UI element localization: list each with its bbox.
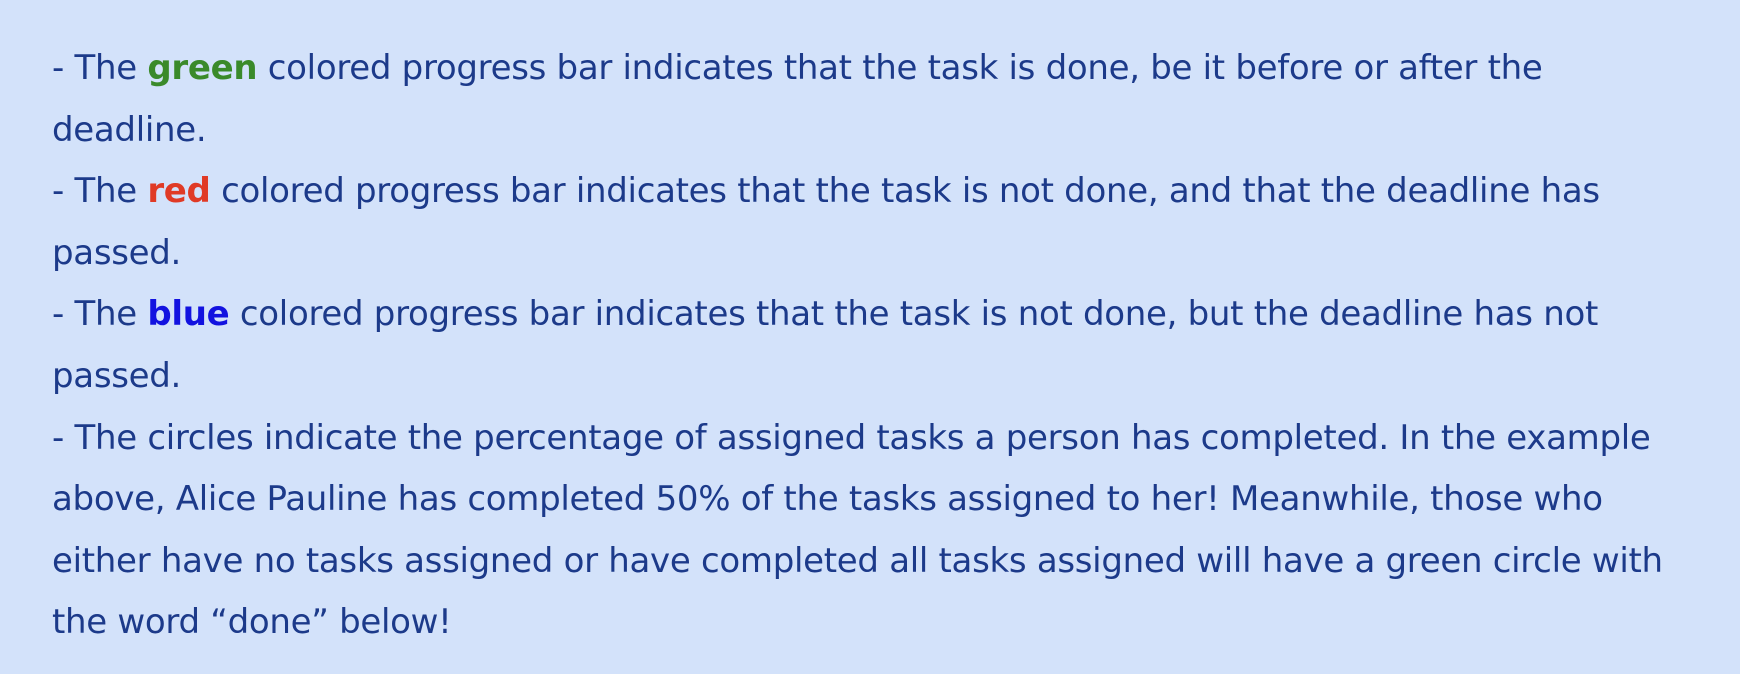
- red-keyword: red: [147, 171, 211, 212]
- legend-text: - The green colored progress bar indicat…: [52, 38, 1700, 654]
- green-item-prefix: - The: [52, 48, 148, 88]
- blue-item-description: colored progress bar indicates that the …: [52, 294, 1598, 396]
- green-item-description: colored progress bar indicates that the …: [52, 48, 1543, 150]
- blue-item-prefix: - The: [52, 294, 148, 335]
- blue-keyword: blue: [147, 294, 230, 335]
- red-item-prefix: - The: [52, 171, 148, 212]
- red-item-description: colored progress bar indicates that the …: [52, 171, 1600, 273]
- green-keyword: green: [147, 48, 258, 88]
- circles-item-description: - The circles indicate the percentage of…: [52, 417, 1663, 643]
